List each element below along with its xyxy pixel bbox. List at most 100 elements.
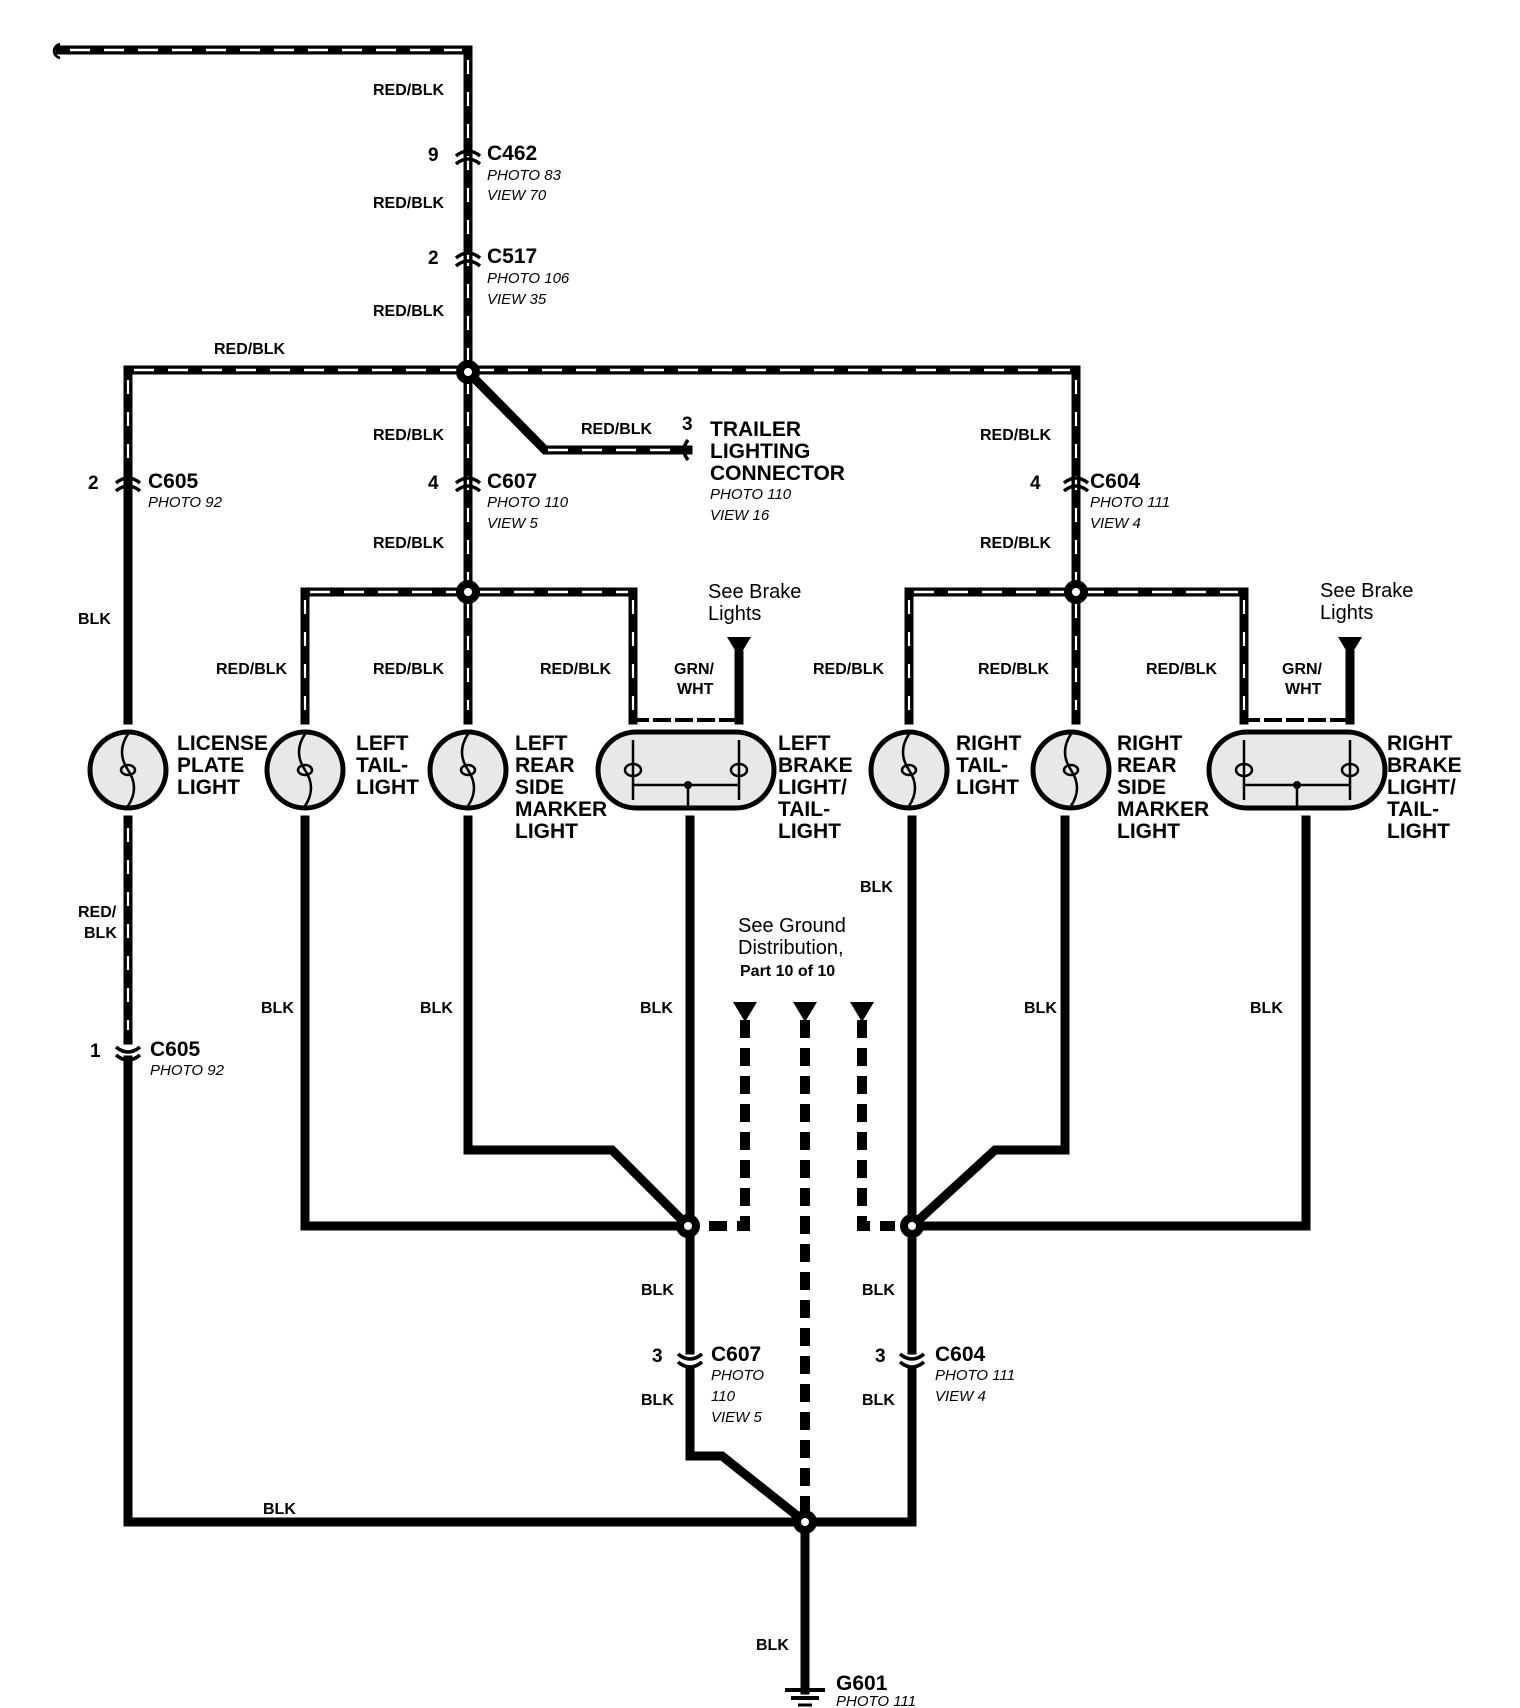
left-brake-light-symbol (595, 729, 777, 811)
wire-label: WHT (677, 681, 714, 698)
connector-name: C605 (150, 1038, 201, 1061)
wire-label: RED/BLK (1146, 661, 1218, 678)
wire-label: BLK (78, 611, 111, 628)
pin-number: 2 (88, 473, 99, 494)
trailer-lighting-connector: 3 TRAILER LIGHTING CONNECTOR PHOTO 110 V… (682, 414, 845, 524)
connector-c607-top: 4 C607 PHOTO 110 VIEW 5 (428, 470, 569, 532)
wire-label: RED/BLK (373, 303, 445, 320)
wire-label: RED/BLK (216, 661, 288, 678)
svg-text:LIGHT: LIGHT (1117, 820, 1180, 843)
svg-text:LIGHT/: LIGHT/ (778, 776, 847, 799)
connector-c607-bottom: 3 C607 PHOTO 110 VIEW 5 (652, 1343, 764, 1426)
photo-ref: PHOTO 111 (1090, 494, 1170, 511)
ground-g601: G601 PHOTO 111 (836, 1672, 916, 1708)
wire-label: GRN/ (674, 661, 715, 678)
left-tail-light-symbol (264, 729, 346, 811)
ground-distribution-arrows (727, 637, 1362, 1022)
wire-label: RED/BLK (540, 661, 612, 678)
connector-symbols (114, 149, 1090, 1369)
svg-text:LIGHT/: LIGHT/ (1387, 776, 1456, 799)
wire-label: BLK (420, 1000, 453, 1017)
wire-label: BLK (862, 1392, 895, 1409)
wire-label: BLK (1250, 1000, 1283, 1017)
connector-name: C607 (711, 1343, 761, 1366)
wire-label: RED/BLK (214, 341, 286, 358)
wire-labels: RED/BLK RED/BLK RED/BLK RED/BLK RED/BLK … (78, 82, 1323, 1654)
svg-text:TAIL-: TAIL- (1387, 798, 1439, 821)
right-rear-side-marker-label: RIGHT REAR SIDE MARKER LIGHT (1117, 732, 1209, 843)
connector-c604-top: 4 C604 PHOTO 111 VIEW 4 (1030, 470, 1170, 532)
photo-ref: PHOTO (711, 1367, 764, 1384)
right-tail-light-symbol (868, 729, 950, 811)
wire-label: RED/BLK (978, 661, 1050, 678)
wire-label: WHT (1285, 681, 1322, 698)
ground-symbol (785, 1688, 825, 1707)
wire-label: BLK (862, 1282, 895, 1299)
photo-ref: 110 (711, 1388, 736, 1405)
see-ground-distribution-note: See Ground Distribution, Part 10 of 10 (738, 915, 846, 980)
wire-label: BLK (263, 1501, 296, 1518)
see-brake-lights-right: See Brake Lights (1320, 580, 1413, 624)
connector-name: LIGHTING (710, 440, 810, 463)
connector-c462: 9 C462 PHOTO 83 VIEW 70 (428, 142, 562, 204)
svg-text:MARKER: MARKER (1117, 798, 1209, 821)
pin-number: 3 (682, 414, 693, 435)
svg-text:RIGHT: RIGHT (1117, 732, 1183, 755)
wire-label: BLK (641, 1282, 674, 1299)
svg-text:LIGHT: LIGHT (778, 820, 841, 843)
svg-text:LICENSE: LICENSE (177, 732, 268, 755)
svg-text:PLATE: PLATE (177, 754, 244, 777)
photo-ref: PHOTO 111 (836, 1693, 916, 1708)
svg-text:TAIL-: TAIL- (356, 754, 408, 777)
right-brake-light-label: RIGHT BRAKE LIGHT/ TAIL- LIGHT (1387, 732, 1462, 843)
wire-label: RED/BLK (373, 661, 445, 678)
power-wires (52, 42, 1355, 1045)
svg-text:TAIL-: TAIL- (956, 754, 1008, 777)
right-rear-side-marker-symbol (1030, 729, 1112, 811)
connector-name: C604 (935, 1343, 986, 1366)
svg-text:BRAKE: BRAKE (1387, 754, 1462, 777)
photo-ref: PHOTO 106 (487, 270, 570, 287)
connector-c605-bottom: 1 C605 PHOTO 92 (90, 1038, 225, 1079)
left-rear-side-marker-symbol (427, 729, 509, 811)
wire-label: BLK (84, 925, 117, 942)
photo-ref: PHOTO 110 (710, 486, 792, 503)
wire-label: RED/BLK (373, 82, 445, 99)
left-brake-light-label: LEFT BRAKE LIGHT/ TAIL- LIGHT (778, 732, 853, 843)
right-tail-light-label: RIGHT TAIL- LIGHT (956, 732, 1022, 799)
left-tail-light-label: LEFT TAIL- LIGHT (356, 732, 419, 799)
pin-number: 1 (90, 1041, 101, 1062)
wire-label: RED/BLK (813, 661, 885, 678)
svg-text:Lights: Lights (708, 603, 761, 625)
wire-label: RED/BLK (980, 535, 1052, 552)
view-ref: VIEW 5 (711, 1409, 763, 1426)
wire-label: BLK (756, 1637, 789, 1654)
svg-text:BRAKE: BRAKE (778, 754, 853, 777)
view-ref: VIEW 4 (935, 1388, 986, 1405)
svg-text:LIGHT: LIGHT (956, 776, 1019, 799)
connector-name: C604 (1090, 470, 1141, 493)
view-ref: VIEW 16 (710, 507, 770, 524)
ground-wires (123, 815, 1311, 1695)
svg-text:REAR: REAR (515, 754, 575, 777)
svg-text:MARKER: MARKER (515, 798, 607, 821)
svg-text:Lights: Lights (1320, 602, 1373, 624)
svg-text:SIDE: SIDE (1117, 776, 1166, 799)
svg-text:LIGHT: LIGHT (177, 776, 240, 799)
view-ref: VIEW 4 (1090, 515, 1141, 532)
photo-ref: PHOTO 83 (487, 167, 562, 184)
svg-text:See Ground: See Ground (738, 915, 846, 937)
svg-text:LEFT: LEFT (778, 732, 831, 755)
wire-label: BLK (640, 1000, 673, 1017)
pin-number: 3 (652, 1346, 663, 1367)
wire-label: BLK (261, 1000, 294, 1017)
svg-text:Distribution,: Distribution, (738, 937, 844, 959)
connector-name: CONNECTOR (710, 462, 845, 485)
license-plate-light-label: LICENSE PLATE LIGHT (177, 732, 268, 799)
view-ref: VIEW 5 (487, 515, 539, 532)
svg-text:RIGHT: RIGHT (1387, 732, 1453, 755)
ground-name: G601 (836, 1672, 888, 1695)
wire-label: BLK (860, 879, 893, 896)
connector-name: TRAILER (710, 418, 801, 441)
left-rear-side-marker-label: LEFT REAR SIDE MARKER LIGHT (515, 732, 607, 843)
